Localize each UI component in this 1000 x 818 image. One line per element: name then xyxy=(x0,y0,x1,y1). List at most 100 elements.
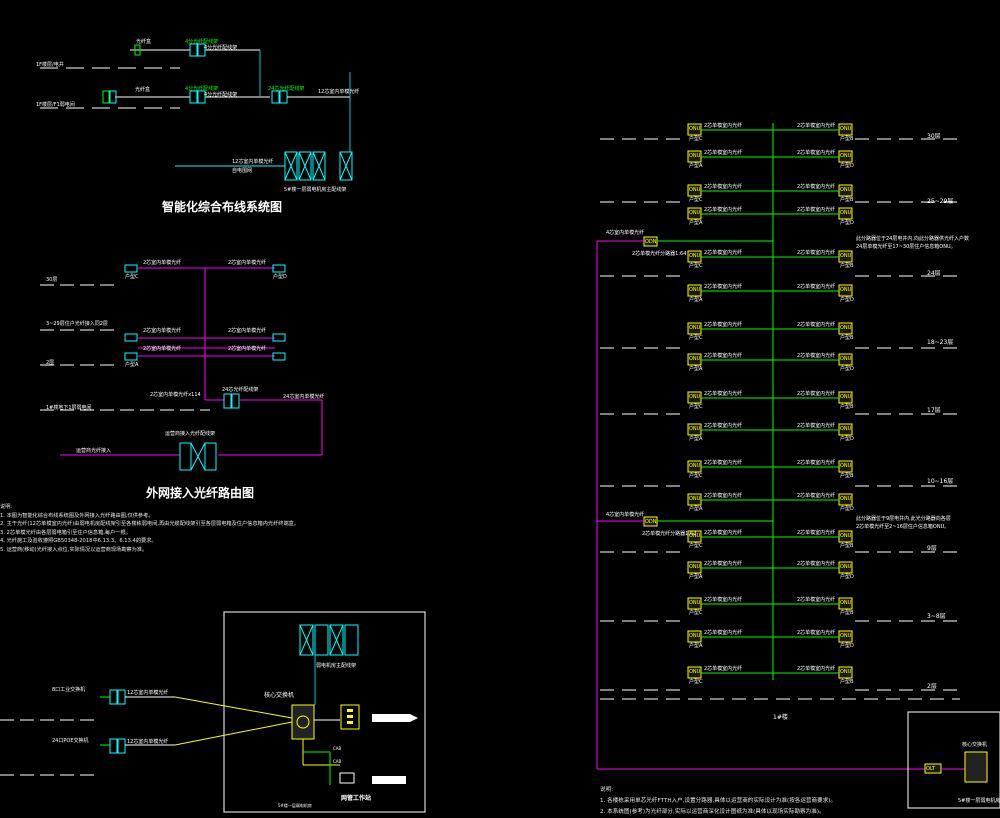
fiber-label-right: 2芯单模室内光纤 xyxy=(797,284,836,290)
label-h: 4分光纤配线架 xyxy=(204,92,238,98)
unit-left: 户型C xyxy=(689,197,703,203)
onu-label-left: ONU xyxy=(689,153,701,159)
onu-label-right: ONU xyxy=(840,325,852,331)
onu-label-left: ONU xyxy=(689,463,701,469)
fiber-label-left: 2芯单模室内光纤 xyxy=(704,530,743,536)
onu-label-right: ONU xyxy=(840,394,852,400)
onu-label-right: ONU xyxy=(840,356,852,362)
unit-right: 户型D xyxy=(840,436,854,442)
fiber-label-left: 2芯单模室内光纤 xyxy=(704,666,743,672)
onu-label-right: ONU xyxy=(840,126,852,132)
unit-right: 户型B xyxy=(840,543,854,549)
floor-label: 30层 xyxy=(927,133,941,140)
onu-label-right: ONU xyxy=(840,253,852,259)
onu-label-left: ONU xyxy=(689,287,701,293)
riser-notes: 说明:1. 各楼栋采用单芯光纤FTTH入户,设置分路器,具体以运营商的实际设计为… xyxy=(600,785,836,818)
external-fiber-route-diagram xyxy=(40,264,323,471)
fiber-label-right: 2芯单模室内光纤 xyxy=(797,561,836,567)
label-e: 1F楼层/F1弱电间 xyxy=(36,102,75,108)
label-top-r: 2芯室内单模光纤 xyxy=(228,260,267,266)
floor-label: 2层 xyxy=(927,683,937,690)
label-core-switch: 核心交换机 xyxy=(264,692,295,699)
label-8port: 8口工业交换机 xyxy=(52,687,86,693)
fiber-label-left: 2芯单模室内光纤 xyxy=(704,207,743,213)
note-4: 4. 光纤施工及验收遵照GB50348-2018中6.13.3、6.13.4的要… xyxy=(0,538,157,545)
riser-note-2: 2. 本系统图(参考)为光纤部分,实际以运营商深化设计图纸为准(具体以现场实际勘… xyxy=(600,809,825,815)
fiber-riser-diagram xyxy=(596,123,1000,809)
floor-label: 18~23层 xyxy=(927,339,954,346)
unit-left: 户型A xyxy=(689,366,703,372)
unit-right: 户型D xyxy=(840,163,854,169)
fiber-label-right: 2芯单模室内光纤 xyxy=(797,123,836,129)
fiber-label-right: 2芯单模室内光纤 xyxy=(797,530,836,536)
diagram2-title: 外网接入光纤路由图 xyxy=(146,486,255,500)
label-odf: 24芯光纤配线架 xyxy=(222,387,259,393)
fiber-label-left: 2芯单模室内光纤 xyxy=(704,353,743,359)
unit-left: 户型A xyxy=(689,297,703,303)
floor-3-29: 3~29层住户光纤接入同2层 xyxy=(46,321,108,327)
label-cab-2: CAB xyxy=(333,759,342,764)
unit-left: 户型C xyxy=(689,543,703,549)
onu-label-left: ONU xyxy=(689,669,701,675)
unit-left: 户型A xyxy=(689,506,703,512)
fiber-label-left: 2芯单模室内光纤 xyxy=(704,460,743,466)
unit-left: 户型C xyxy=(689,136,703,142)
floor-label: 10~16层 xyxy=(927,478,954,485)
unit-left: 户型A xyxy=(689,220,703,226)
onu-label-left: ONU xyxy=(689,325,701,331)
fiber-label-right: 2芯单模室内光纤 xyxy=(797,666,836,672)
trunk-label-1: 4芯室内单模光纤 xyxy=(606,230,645,236)
diagram1-title: 智能化综合布线系统图 xyxy=(162,200,283,214)
fiber-label-left: 2芯单模室内光纤 xyxy=(704,391,743,397)
onu-label-left: ONU xyxy=(689,600,701,606)
unit-right: 户型D xyxy=(840,643,854,649)
machine-room-diagram xyxy=(0,611,426,813)
unit-right: 户型B xyxy=(840,197,854,203)
unit-right: 户型B xyxy=(840,473,854,479)
unit-right: 户型B xyxy=(840,610,854,616)
note-splitter-1: 此分路器位于24层电井内,向此分路器供光纤入户数 xyxy=(856,236,969,242)
unit-left: 户型A xyxy=(689,163,703,169)
label-24core: 24芯室内单模光纤 xyxy=(283,394,325,400)
onu-label-left: ONU xyxy=(689,126,701,132)
onu-label-right: ONU xyxy=(840,463,852,469)
label-low-l: 2芯室内单模光纤 xyxy=(143,346,182,352)
onu-label-left: ONU xyxy=(689,564,701,570)
note-0: 说明: xyxy=(0,504,13,510)
unit-c: 户型C xyxy=(125,274,139,280)
label-j: 12芯室内单模光纤 xyxy=(318,89,360,95)
note-1: 1. 本图为智能化综合布线系统图及外网接入光纤路由图,仅供参考。 xyxy=(0,512,154,519)
onu-label-right: ONU xyxy=(840,287,852,293)
unit-right: 户型D xyxy=(840,366,854,372)
fiber-label-right: 2芯单模室内光纤 xyxy=(797,423,836,429)
fiber-label-left: 2芯单模室内光纤 xyxy=(704,493,743,499)
fiber-label-left: 2芯单模室内光纤 xyxy=(704,123,743,129)
splitter-label-1: 2芯单模光纤分路器1:64 xyxy=(632,251,687,257)
fiber-label-right: 2芯单模室内光纤 xyxy=(797,184,836,190)
note-splitter-2b: 2芯单模光纤至2~16层住户信息箱ONU。 xyxy=(856,524,950,530)
label-a: 光纤盒 xyxy=(136,39,152,45)
label-basement: 1#楼地下1层弱电间 xyxy=(46,405,92,411)
note-splitter-2: 此分路器位于9层电井内,此光分路器向各层 xyxy=(856,516,951,522)
onu-label-left: ONU xyxy=(689,187,701,193)
label-l: 自电围网 xyxy=(232,168,253,174)
label-workstation: 网管工作站 xyxy=(341,795,372,802)
onu-label-left: ONU xyxy=(689,253,701,259)
fiber-label-left: 2芯单模室内光纤 xyxy=(704,423,743,429)
label-g: 4分光纤配线架 xyxy=(185,86,219,92)
trunk-label-2: 4芯室内单模光纤 xyxy=(606,512,645,518)
note-2: 2. 主干光纤(12芯单模室内光纤)由弱电机房配线架引至各楼栋弱电间,再由光缆配… xyxy=(0,521,300,528)
onu-label-right: ONU xyxy=(840,533,852,539)
core-switch-label: 核心交换机 xyxy=(962,742,988,748)
core-switch-box xyxy=(964,751,988,783)
label-c: 4分光纤配线架 xyxy=(204,45,238,51)
label-i: 24芯光纤配线架 xyxy=(268,86,305,92)
onu-label-right: ONU xyxy=(840,210,852,216)
label-f: 光纤盒 xyxy=(135,87,151,93)
onu-label-right: ONU xyxy=(840,600,852,606)
fiber-label-left: 2芯单模室内光纤 xyxy=(704,184,743,190)
onu-label-left: ONU xyxy=(689,496,701,502)
fiber-label-left: 2芯单模室内光纤 xyxy=(704,150,743,156)
label-low-r: 2芯室内单模光纤 xyxy=(228,346,267,352)
